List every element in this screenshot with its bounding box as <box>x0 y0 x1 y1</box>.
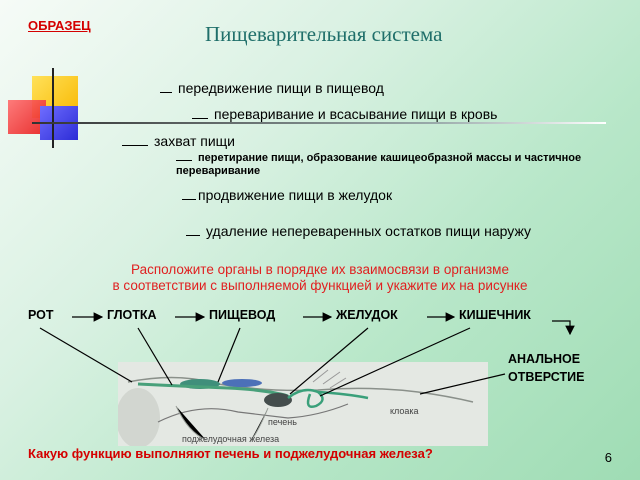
pointer-intestine <box>319 327 471 397</box>
frog-illustration <box>118 362 488 446</box>
organ-mouth: РОТ <box>28 308 54 322</box>
pointer-anus <box>419 373 506 395</box>
function-item: продвижение пищи в желудок <box>182 187 392 203</box>
answer-blank <box>176 152 192 161</box>
organ-anus: АНАЛЬНОЕ ОТВЕРСТИЕ <box>508 352 585 384</box>
frog-anatomy-photo: клоака печень поджелудочная железа <box>118 362 488 446</box>
function-item: передвижение пищи в пищевод <box>160 80 384 96</box>
function-item: перетирание пищи, образование кашицеобра… <box>176 152 582 177</box>
answer-blank <box>192 110 208 119</box>
answer-blank <box>122 137 148 146</box>
function-item: удаление непереваренных остатков пищи на… <box>186 223 531 239</box>
cloaca-label: клоака <box>390 406 419 416</box>
horizontal-divider <box>32 122 606 124</box>
organ-stomach: ЖЕЛУДОК <box>336 308 398 322</box>
pointer-esophagus <box>217 327 241 383</box>
arrow-intestine-anus <box>552 320 575 336</box>
function-item: захват пищи <box>122 133 235 149</box>
pointer-stomach <box>289 327 369 395</box>
answer-blank <box>182 191 196 200</box>
page-number: 6 <box>604 450 612 465</box>
pancreas-label: поджелудочная железа <box>182 434 280 444</box>
task-line-1: Расположите органы в порядке их взаимосв… <box>131 262 509 277</box>
question-text: Какую функцию выполняют печень и поджелу… <box>28 446 433 461</box>
task-line-2: в соответствии с выполняемой функцией и … <box>112 278 528 293</box>
red-square <box>8 100 46 134</box>
page-title: Пищеварительная система <box>205 22 443 46</box>
liver-label: печень <box>268 417 297 427</box>
pointer-pharynx <box>137 327 173 386</box>
organ-esophagus: ПИЩЕВОД <box>209 308 276 322</box>
answer-blank <box>186 227 200 236</box>
sample-label: ОБРАЗЕЦ <box>28 18 91 33</box>
function-item: переваривание и всасывание пищи в кровь <box>192 106 497 122</box>
organ-pharynx: ГЛОТКА <box>107 308 157 322</box>
pointer-mouth <box>39 327 133 383</box>
organ-intestine: КИШЕЧНИК <box>459 308 531 322</box>
task-text: Расположите органы в порядке их взаимосв… <box>60 262 580 294</box>
vertical-line <box>52 68 54 148</box>
answer-blank <box>160 84 172 93</box>
